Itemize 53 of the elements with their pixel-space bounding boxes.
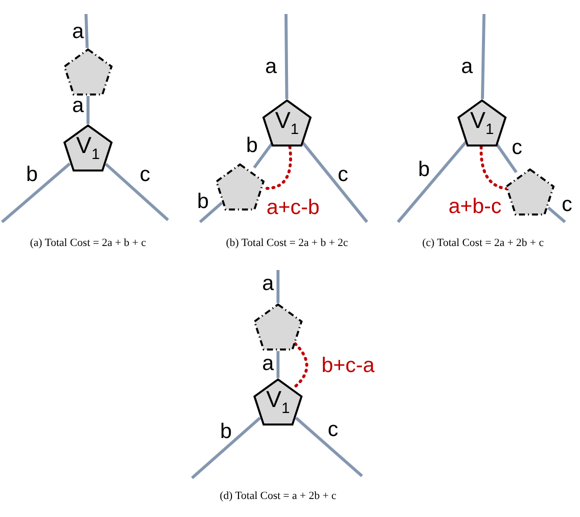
edge-label: a (262, 273, 274, 295)
edge-line (300, 140, 368, 223)
edge-line (494, 142, 518, 174)
dashed-pentagon-node (216, 164, 264, 210)
edge-label: c (562, 194, 572, 216)
edge-label: b (197, 191, 209, 213)
panel-caption: (a) Total Cost = 2a + b + c (30, 237, 146, 249)
edge-label: b (246, 135, 258, 157)
edge-line (284, 14, 288, 100)
edge-label: a+b-c (448, 196, 502, 218)
panel-caption: (d) Total Cost = a + 2b + c (220, 490, 336, 502)
edge-label: c (328, 419, 338, 441)
edge-line (547, 206, 566, 224)
pentagon-node (458, 100, 506, 146)
edge-label: a (72, 21, 84, 43)
edge-label: a (262, 353, 274, 375)
edge-line (86, 96, 90, 124)
edge-line (84, 14, 89, 48)
edge-label: c (140, 164, 150, 186)
dotted-arc (294, 342, 308, 388)
dashed-pentagon-node (506, 169, 554, 215)
edge-label: b+c-a (321, 355, 375, 377)
edge-label: c (338, 164, 348, 186)
edge-label: a+c-b (266, 197, 320, 219)
edge-label: a (461, 56, 473, 78)
node-label: V$_{1}$ (274, 107, 300, 133)
edge-label: a (265, 56, 277, 78)
pentagon-node (254, 379, 302, 425)
edge-line (199, 202, 223, 224)
edge-line (276, 351, 280, 378)
edge-line (253, 141, 274, 169)
dashed-pentagon-node (64, 49, 112, 95)
edge-label: b (418, 159, 430, 181)
node-label: V$_{1}$ (469, 107, 495, 133)
edge-label: b (26, 164, 38, 186)
edge-line (1, 162, 71, 224)
edge-label: c (512, 137, 522, 159)
edge-line (396, 140, 468, 223)
edge-line (295, 416, 363, 478)
node-label: V$_{1}$ (75, 132, 101, 158)
edge-line (480, 14, 486, 100)
dashed-pentagon-node (254, 304, 302, 350)
pentagon-node (263, 100, 311, 146)
edge-line (191, 416, 261, 480)
panel-caption: (c) Total Cost = 2a + 2b + c (422, 237, 544, 249)
dotted-arc (480, 146, 508, 190)
edge-label: b (220, 421, 232, 443)
edge-label: a (72, 95, 84, 117)
panel-caption: (b) Total Cost = 2a + b + 2c (226, 237, 348, 249)
edge-line (276, 270, 280, 303)
pentagon-node (64, 125, 112, 171)
edge-line (104, 162, 169, 222)
node-label: V$_{1}$ (265, 386, 291, 412)
